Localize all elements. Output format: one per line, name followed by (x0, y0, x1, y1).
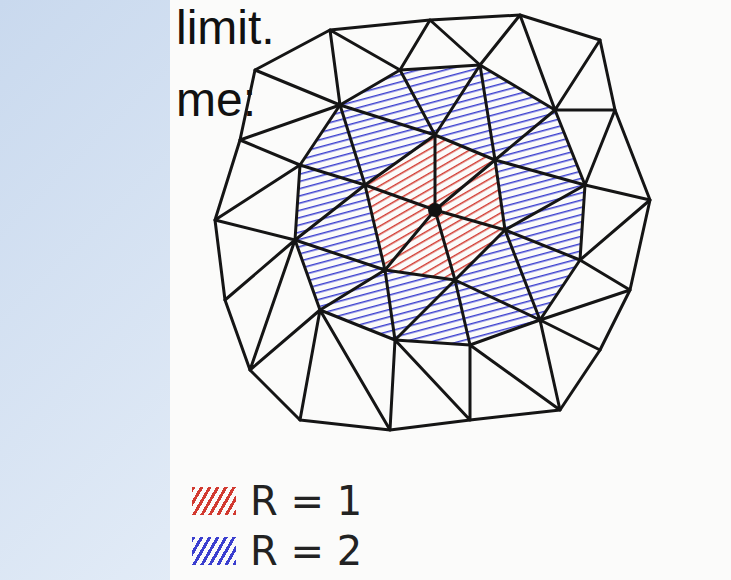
ring-one-region (365, 135, 505, 280)
mesh-edges (215, 15, 650, 430)
center-vertex (428, 203, 442, 217)
legend-row: R = 1 (192, 478, 362, 524)
slide-text: limit. (176, 2, 275, 55)
hatch-swatch (192, 537, 236, 565)
legend-row: R = 2 (192, 528, 362, 574)
legend-text: R = 2 (250, 528, 362, 574)
slide-text: me: (176, 74, 256, 127)
legend-text: R = 1 (250, 478, 362, 524)
hatch-swatch (192, 487, 236, 515)
